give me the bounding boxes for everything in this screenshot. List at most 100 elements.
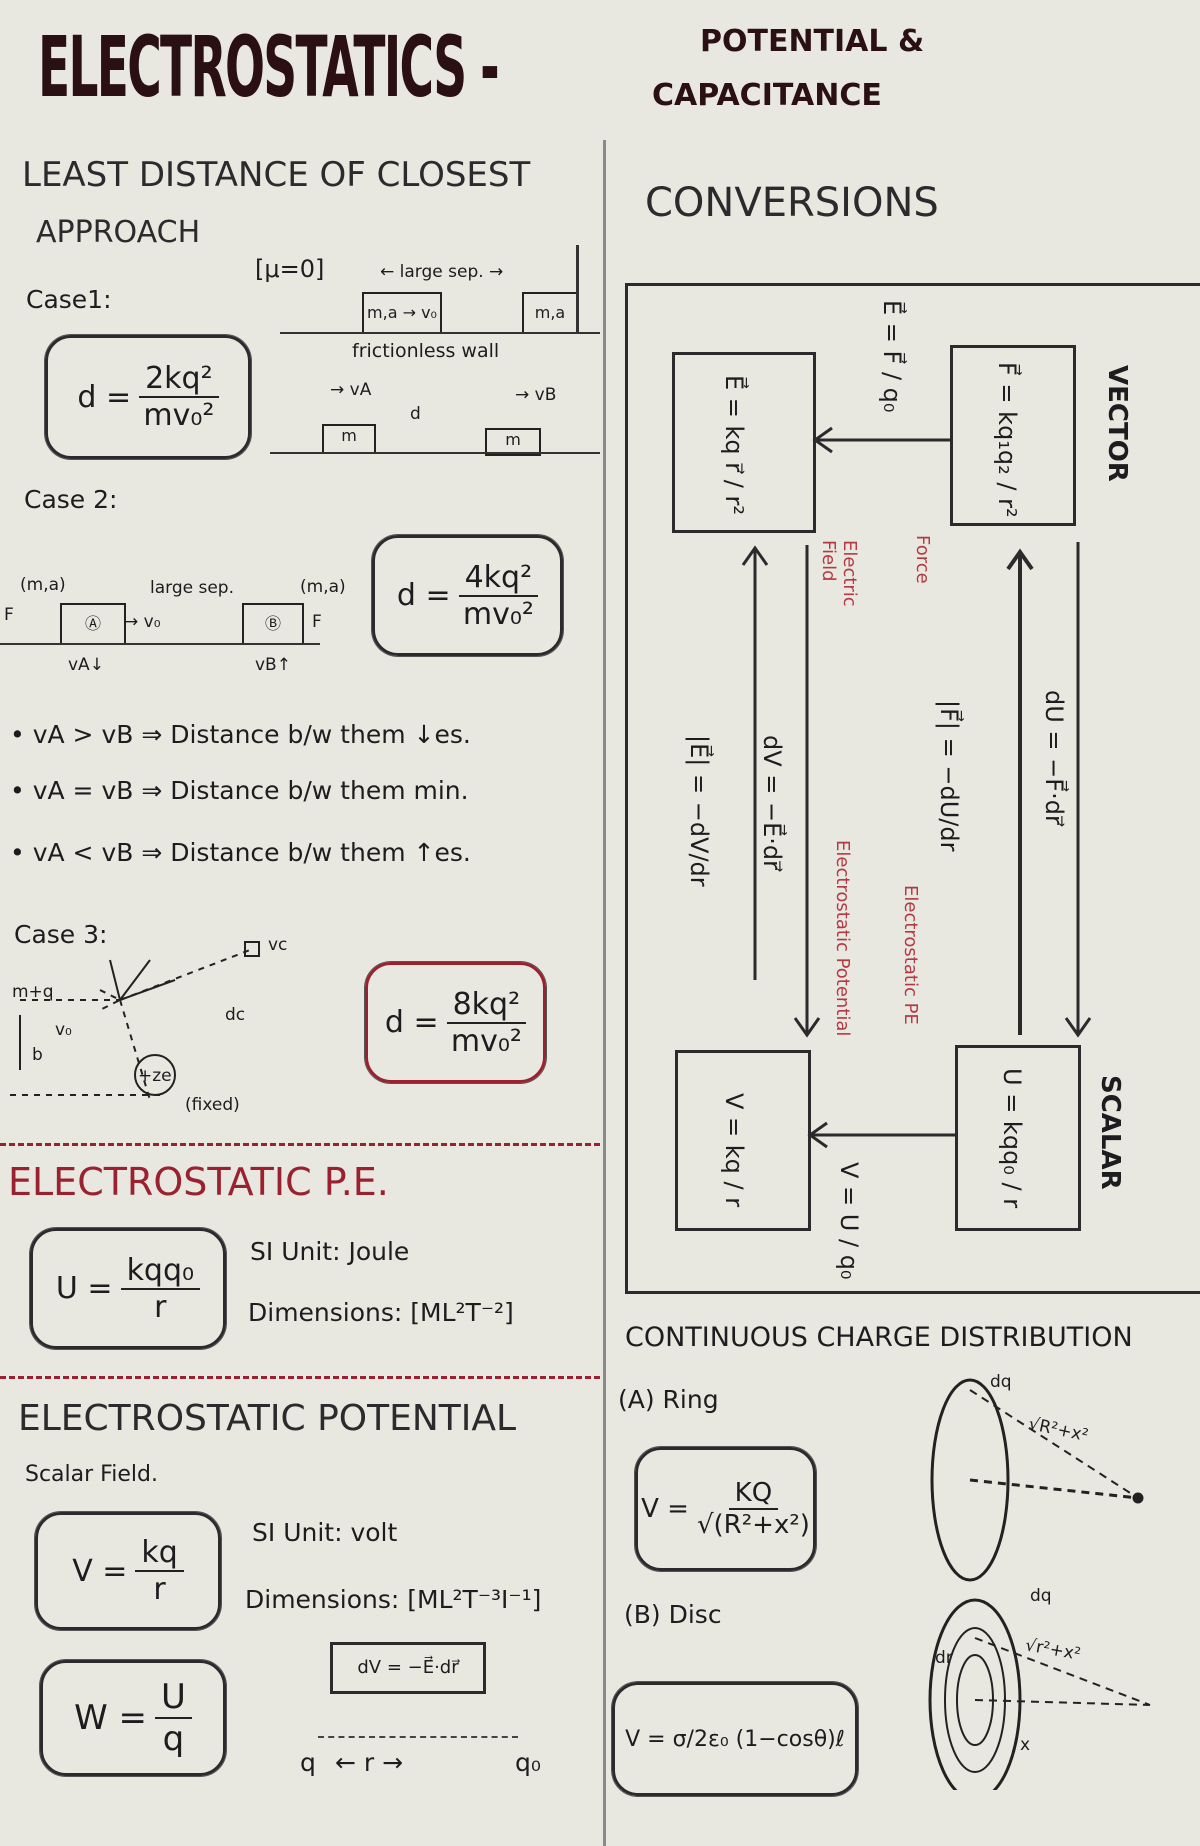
fixed-label: (fixed) bbox=[185, 1095, 240, 1115]
ring-disc-diagram bbox=[928, 1378, 1151, 1790]
bullet-3: • vA < vB ⇒ Distance b/w them ↑es. bbox=[10, 838, 471, 867]
case2-left: (m,a) bbox=[20, 575, 66, 595]
formula-denominator: mv₀² bbox=[462, 596, 534, 632]
force-formula: F⃗ = kq₁q₂ / r² bbox=[993, 362, 1021, 518]
d-label: d bbox=[410, 404, 421, 424]
formula-lhs: V = bbox=[641, 1494, 689, 1524]
potential-dimensions: Dimensions: [ML²T⁻³I⁻¹] bbox=[245, 1585, 542, 1614]
e-to-v-label: dV = −E⃗·dr⃗ bbox=[758, 735, 786, 871]
force-label: Force bbox=[912, 535, 933, 584]
conversion-arrows bbox=[741, 426, 1092, 1149]
charge-label: +ze bbox=[138, 1066, 172, 1086]
q-label: q bbox=[300, 1748, 316, 1777]
dq-label-2: dq bbox=[1030, 1586, 1052, 1606]
potential-heading: ELECTROSTATIC POTENTIAL bbox=[18, 1398, 517, 1439]
pe-si-unit: SI Unit: Joule bbox=[250, 1237, 410, 1266]
pe-dimensions: Dimensions: [ML²T⁻²] bbox=[248, 1298, 514, 1327]
case1-label: Case1: bbox=[26, 285, 112, 314]
formula-numerator: kq bbox=[135, 1535, 184, 1572]
formula-lhs: d = bbox=[396, 578, 451, 613]
block-m2: m bbox=[485, 428, 541, 456]
potential-box: V = kq / r bbox=[675, 1050, 811, 1231]
case2-sep: large sep. bbox=[150, 578, 234, 598]
case2-label: Case 2: bbox=[24, 485, 118, 514]
r-label: ← r → bbox=[335, 1748, 404, 1777]
formula-lhs: U = bbox=[55, 1271, 113, 1306]
formula-numerator: U bbox=[155, 1677, 192, 1719]
formula-lhs: V = bbox=[72, 1553, 128, 1589]
force-left: F bbox=[4, 605, 14, 625]
v0-label: → v₀ bbox=[124, 612, 161, 632]
block-m1: m bbox=[322, 424, 376, 454]
section-divider bbox=[0, 1143, 600, 1146]
vc-label: vc bbox=[268, 935, 288, 955]
subtitle-line2: CAPACITANCE bbox=[652, 78, 882, 113]
closest-approach-heading: LEAST DISTANCE OF CLOSEST bbox=[22, 155, 531, 195]
pe-box: U = kqq₀ / r bbox=[955, 1045, 1081, 1231]
ring-formula-box: V = KQ√(R²+x²) bbox=[635, 1447, 816, 1571]
disc-formula-box: V = σ/2ε₀ (1−cosθ)ℓ bbox=[612, 1682, 858, 1796]
vb-up: vB↑ bbox=[255, 655, 291, 675]
case3-diagram bbox=[10, 941, 260, 1101]
formula-lhs: d = bbox=[77, 379, 132, 415]
va-down: vA↓ bbox=[68, 655, 104, 675]
block-wall: m,a bbox=[522, 292, 578, 334]
formula-numerator: 8kq² bbox=[446, 987, 527, 1024]
disc-formula: V = σ/2ε₀ (1−cosθ)ℓ bbox=[625, 1726, 845, 1752]
scalar-label: SCALAR bbox=[1095, 1075, 1125, 1190]
e-field-box: E⃗ = kq r⃗ / r² bbox=[672, 352, 816, 533]
wall bbox=[576, 245, 579, 333]
block-a: Ⓐ bbox=[60, 603, 126, 645]
q-q0-line bbox=[318, 1736, 518, 1738]
x-label: x bbox=[1020, 1735, 1031, 1755]
formula-numerator: 2kq² bbox=[139, 361, 219, 398]
subtitle-line1: POTENTIAL & bbox=[700, 24, 925, 59]
force-right: F bbox=[312, 612, 322, 632]
electrostatic-potential-label: Electrostatic Potential bbox=[832, 840, 853, 1037]
pe-formula: U = kqq₀ / r bbox=[998, 1068, 1026, 1209]
case3-label: Case 3: bbox=[14, 920, 108, 949]
q0-label: q₀ bbox=[515, 1748, 541, 1777]
conversions-frame bbox=[625, 283, 1200, 1294]
u-to-f-label: |F⃗| = −dU/dr bbox=[935, 700, 963, 852]
f-to-u-label: dU = −F⃗·dr⃗ bbox=[1040, 690, 1068, 825]
mq-label: m+q bbox=[12, 982, 54, 1002]
wall-label: frictionless wall bbox=[352, 340, 500, 362]
force-box: F⃗ = kq₁q₂ / r² bbox=[950, 345, 1076, 526]
mu-label: [μ=0] bbox=[255, 255, 325, 283]
electrostatic-pe-label: Electrostatic PE bbox=[900, 885, 921, 1025]
formula-denominator: √(R²+x²) bbox=[696, 1510, 810, 1540]
formula-denominator: q bbox=[162, 1719, 185, 1759]
potential-si-unit: SI Unit: volt bbox=[252, 1518, 398, 1547]
va-label: → vA bbox=[330, 380, 372, 400]
pe-heading: ELECTROSTATIC P.E. bbox=[8, 1160, 389, 1204]
ground-line-3 bbox=[0, 643, 320, 645]
block-moving: m,a → v₀ bbox=[362, 292, 442, 334]
closest-approach-heading-2: APPROACH bbox=[36, 215, 201, 250]
formula-lhs: W = bbox=[74, 1698, 148, 1738]
u-to-v-label: V = U / q₀ bbox=[835, 1162, 863, 1280]
b-label: b bbox=[32, 1045, 43, 1065]
page-title: ELECTROSTATICS - bbox=[38, 18, 500, 116]
formula-denominator: mv₀² bbox=[143, 398, 215, 433]
dr-label: dr bbox=[935, 1648, 953, 1668]
dv-formula-box: dV = −E⃗·dr⃗ bbox=[330, 1642, 486, 1694]
ring-label: (A) Ring bbox=[618, 1385, 719, 1414]
dq-label-1: dq bbox=[990, 1372, 1012, 1392]
formula-denominator: r bbox=[154, 1289, 167, 1325]
ground-line bbox=[280, 332, 600, 334]
dc-label: dc bbox=[225, 1005, 246, 1025]
potential-formula: V = kq / r bbox=[720, 1093, 748, 1208]
block-b: Ⓑ bbox=[242, 603, 304, 645]
bullet-2: • vA = vB ⇒ Distance b/w them min. bbox=[10, 776, 469, 805]
vector-label: VECTOR bbox=[1102, 365, 1132, 482]
bullet-1: • vA > vB ⇒ Distance b/w them ↓es. bbox=[10, 720, 471, 749]
formula-numerator: kqq₀ bbox=[120, 1253, 201, 1290]
scalar-field-label: Scalar Field. bbox=[25, 1462, 158, 1487]
v0-label-3: v₀ bbox=[55, 1020, 72, 1040]
